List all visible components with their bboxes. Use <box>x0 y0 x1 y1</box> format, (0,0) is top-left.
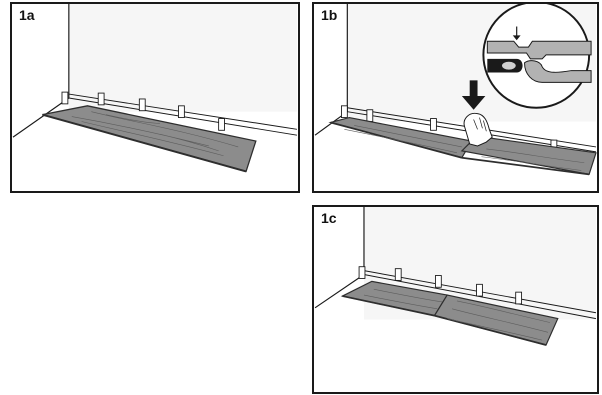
hand-icon <box>463 112 493 147</box>
floor-plank <box>42 105 257 173</box>
spacer-wedge <box>97 92 105 106</box>
scene-1c <box>314 207 597 346</box>
spacer-wedge <box>430 118 437 131</box>
panel-1a: 1a <box>10 2 300 193</box>
spacer-wedge <box>218 118 225 131</box>
spacer-wedge <box>340 105 348 119</box>
spacer-wedge <box>178 105 185 119</box>
spacer-wedge <box>61 91 69 105</box>
spacer-wedge <box>366 109 374 122</box>
back-wall <box>68 4 297 112</box>
down-arrow-icon <box>461 80 486 110</box>
magnifier-detail-icon <box>482 4 592 109</box>
spacer-wedge <box>515 291 523 305</box>
scene-1b <box>314 4 597 176</box>
spacer-wedge <box>394 268 402 281</box>
spacer-wedge <box>434 275 442 288</box>
panel-label-1b: 1b <box>321 7 338 23</box>
scene-1a <box>12 4 298 173</box>
panel-1c: 1c <box>312 205 599 394</box>
panel-1b: 1b <box>312 2 599 193</box>
spacer-wedge <box>358 266 366 279</box>
spacer-wedge <box>138 98 146 112</box>
panel-label-1c: 1c <box>321 210 337 226</box>
panel-label-1a: 1a <box>19 7 35 23</box>
spacer-wedge <box>476 283 483 297</box>
